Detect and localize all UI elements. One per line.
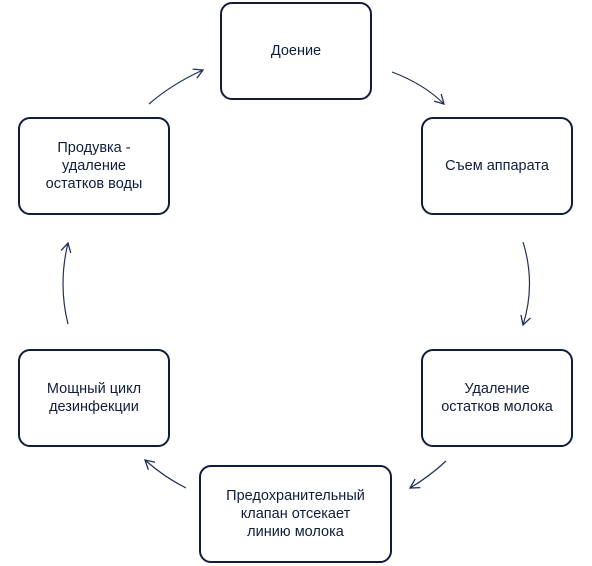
node-residual-milk-removal: Удаление остатков молока [421, 349, 573, 447]
arrow-residual-to-valve [408, 460, 447, 489]
arrow-purge-to-milking [148, 68, 205, 105]
node-milking: Доение [220, 2, 372, 100]
arrow-milking-to-removal [391, 71, 445, 105]
node-safety-valve-label: Предохранительный клапан отсекает линию … [226, 488, 365, 540]
node-disinfection-cycle: Мощный цикл дезинфекции [18, 349, 170, 447]
arrow-valve-to-disinfect [144, 459, 187, 489]
node-purge-label: Продувка - удаление остатков воды [45, 140, 143, 192]
node-apparatus-removal-label: Съем аппарата [445, 158, 549, 174]
arrow-disinfect-to-purge [60, 241, 72, 325]
node-residual-milk-removal-label: Удаление остатков молока [441, 381, 553, 415]
node-purge: Продувка - удаление остатков воды [18, 117, 170, 215]
node-apparatus-removal: Съем аппарата [421, 117, 573, 215]
node-safety-valve: Предохранительный клапан отсекает линию … [199, 465, 392, 563]
arrow-removal-to-residual [520, 241, 531, 327]
node-disinfection-cycle-label: Мощный цикл дезинфекции [46, 381, 142, 415]
node-milking-label: Доение [270, 43, 322, 59]
